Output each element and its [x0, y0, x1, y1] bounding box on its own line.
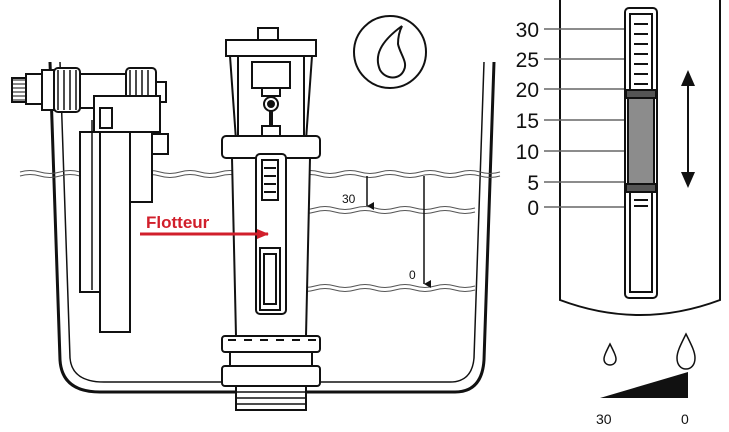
flow-legend-left: 30	[596, 411, 612, 427]
level-mark-lower: 0	[409, 268, 416, 282]
scale-tick-label: 10	[516, 141, 539, 164]
scale-tick-label: 0	[527, 197, 539, 220]
small-drop-icon	[603, 342, 617, 366]
flow-legend-right: 0	[681, 411, 689, 427]
scale-tick-label: 30	[516, 19, 539, 42]
scale-tick-lines	[544, 28, 625, 208]
scale-tick-label: 5	[527, 172, 539, 195]
float-adjuster	[624, 7, 658, 299]
scale-tick-label: 25	[516, 49, 539, 72]
large-drop-icon	[676, 332, 696, 370]
double-arrow-icon	[681, 70, 695, 188]
level-mark-upper: 30	[342, 192, 356, 206]
level-arrows	[366, 176, 431, 288]
adjustment-panel	[559, 0, 721, 316]
wedge-icon	[600, 372, 688, 398]
fill-valve	[11, 67, 169, 333]
scale-tick-label: 20	[516, 79, 539, 102]
scale-tick-label: 15	[516, 110, 539, 133]
float-label: Flotteur	[146, 213, 210, 232]
water-drop-icon	[353, 15, 427, 89]
flush-valve	[221, 27, 321, 411]
